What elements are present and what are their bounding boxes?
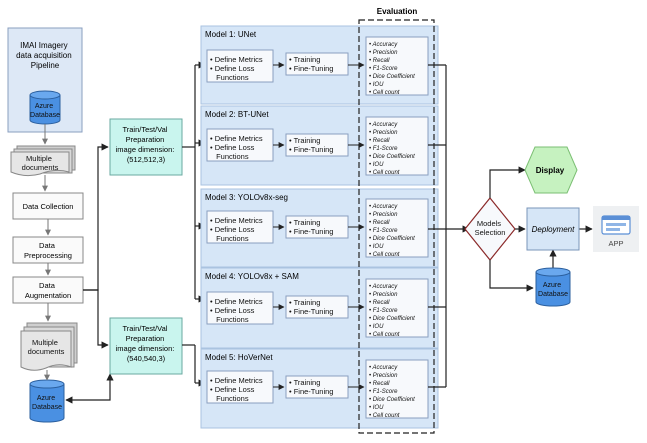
svg-text:• Training• Fine-Tuning: • Training• Fine-Tuning: [289, 378, 333, 396]
define-box-2: • Define Metrics• Define Loss Functions: [206, 128, 274, 162]
training-box-3: • Training• Fine-Tuning: [285, 215, 349, 239]
model-1-title: Model 1: UNet: [205, 30, 257, 39]
metrics-box-5: • Accuracy• Precision• Recall• F1-Score•…: [365, 359, 429, 419]
training-box-1: • Training• Fine-Tuning: [285, 52, 349, 76]
data-collection-label: Data Collection: [23, 202, 74, 211]
model-2-title: Model 2: BT-UNet: [205, 110, 269, 119]
acquisition-pipeline-title: IMAI Imagery data acquisition Pipeline: [16, 41, 74, 70]
data-augmentation-label: Data Augmentation: [25, 281, 71, 300]
svg-text:Azure Database: Azure Database: [538, 282, 568, 298]
prep-box-540-label: Train/Test/Val Preparation image dimensi…: [116, 324, 177, 363]
models-selection-diamond: Models Selection: [464, 197, 516, 261]
model-internal-arrows: [273, 62, 365, 390]
svg-text:• Define Metrics• Define Loss: • Define Metrics• Define Loss Functions: [210, 134, 263, 161]
deployment-box: [526, 207, 580, 251]
evaluation-frame: [358, 19, 435, 434]
azure-database-top: Azure Database: [29, 90, 61, 125]
define-box-5: • Define Metrics• Define Loss Functions: [206, 370, 274, 404]
data-collection-box: [12, 192, 84, 220]
pipeline-connectors: [42, 124, 51, 381]
training-box-2: • Training• Fine-Tuning: [285, 133, 349, 157]
svg-text:Azure Database: Azure Database: [30, 103, 60, 119]
define-box-4: • Define Metrics• Define Loss Functions: [206, 291, 274, 325]
deployment-label: Deployment: [532, 225, 575, 234]
prep-box-540: [109, 317, 183, 375]
metrics-box-2: • Accuracy• Precision• Recall• F1-Score•…: [365, 116, 429, 176]
svg-text:• Training• Fine-Tuning: • Training• Fine-Tuning: [289, 55, 333, 73]
svg-text:• Training• Fine-Tuning: • Training• Fine-Tuning: [289, 218, 333, 236]
multiple-documents-top: Multiple documents: [10, 145, 76, 177]
svg-text:• Accuracy• Precision• Recall•: • Accuracy• Precision• Recall• F1-Score•…: [369, 122, 415, 176]
prep-box-512-label: Train/Test/Val Preparation image dimensi…: [116, 125, 177, 164]
model-5-title: Model 5: HoVerNet: [205, 353, 273, 362]
app-window-icon: [601, 215, 631, 235]
svg-text:• Accuracy• Precision• Recall•: • Accuracy• Precision• Recall• F1-Score•…: [369, 204, 415, 258]
svg-text:• Define Metrics• Define Loss: • Define Metrics• Define Loss Functions: [210, 297, 263, 324]
svg-text:• Training• Fine-Tuning: • Training• Fine-Tuning: [289, 298, 333, 316]
right-arrows: [489, 166, 593, 292]
data-augmentation-box: [12, 276, 84, 304]
define-box-3: • Define Metrics• Define Loss Functions: [206, 210, 274, 244]
svg-text:• Accuracy• Precision• Recall•: • Accuracy• Precision• Recall• F1-Score•…: [369, 284, 415, 338]
collector-arrows: [428, 64, 470, 388]
svg-text:Multiple documents: Multiple documents: [28, 338, 65, 356]
prep-to-model-arrows: [182, 61, 206, 387]
training-box-5: • Training• Fine-Tuning: [285, 375, 349, 399]
prep-box-512: [109, 118, 183, 176]
training-box-4: • Training• Fine-Tuning: [285, 295, 349, 319]
metrics-box-4: • Accuracy• Precision• Recall• F1-Score•…: [365, 278, 429, 338]
evaluation-title: Evaluation: [377, 7, 418, 16]
svg-text:Display: Display: [536, 166, 565, 175]
model-3-title: Model 3: YOLOv8x-seg: [205, 193, 288, 202]
svg-text:• Accuracy• Precision• Recall•: • Accuracy• Precision• Recall• F1-Score•…: [369, 42, 415, 96]
data-preprocessing-label: Data Preprocessing: [24, 241, 72, 260]
svg-text:Models Selection: Models Selection: [475, 219, 506, 237]
svg-text:• Define Metrics• Define Loss: • Define Metrics• Define Loss Functions: [210, 55, 263, 82]
svg-text:Multiple documents: Multiple documents: [22, 154, 59, 172]
augmentation-to-prep-arrows: [65, 143, 114, 404]
svg-text:• Define Metrics• Define Loss: • Define Metrics• Define Loss Functions: [210, 216, 263, 243]
azure-database-bottom: Azure Database: [29, 379, 65, 423]
metrics-box-1: • Accuracy• Precision• Recall• F1-Score•…: [365, 36, 429, 96]
model-4-title: Model 4: YOLOv8x + SAM: [205, 272, 299, 281]
azure-database-right: Azure Database: [535, 267, 571, 307]
svg-text:APP: APP: [608, 239, 623, 248]
svg-text:• Accuracy• Precision• Recall•: • Accuracy• Precision• Recall• F1-Score•…: [369, 365, 415, 419]
display-node: Display: [524, 146, 578, 194]
svg-text:• Define Metrics• Define Loss: • Define Metrics• Define Loss Functions: [210, 376, 263, 403]
svg-text:• Training• Fine-Tuning: • Training• Fine-Tuning: [289, 136, 333, 154]
app-node: APP: [593, 206, 639, 252]
svg-text:Azure Database: Azure Database: [32, 395, 62, 411]
define-box-1: • Define Metrics• Define Loss Functions: [206, 49, 274, 83]
metrics-box-3: • Accuracy• Precision• Recall• F1-Score•…: [365, 198, 429, 258]
multiple-documents-bottom: Multiple documents: [20, 322, 78, 371]
